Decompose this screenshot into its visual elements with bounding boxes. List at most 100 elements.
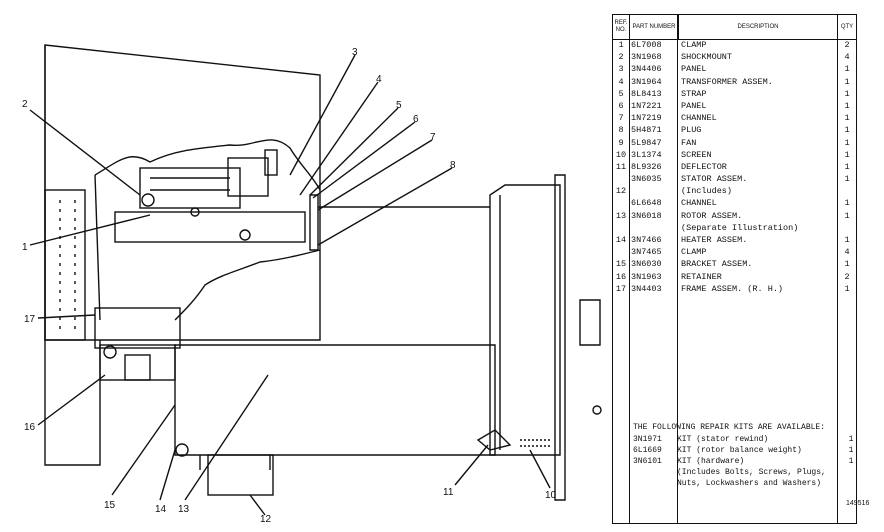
qty-cell bbox=[838, 222, 856, 234]
part-number-cell: 3N1968 bbox=[631, 52, 662, 63]
kit-desc: KIT (stator rewind) bbox=[677, 435, 769, 444]
callout-14: 14 bbox=[155, 504, 167, 515]
qty-cell: 2 bbox=[844, 271, 850, 282]
description-cell: STATOR ASSEM. bbox=[681, 174, 748, 185]
qty-cell: 4 bbox=[844, 247, 850, 258]
description-cell: (Separate Illustration) bbox=[681, 222, 799, 233]
ref-no-cell: 8 bbox=[618, 125, 624, 136]
header-ref-no: REF. NO. bbox=[613, 15, 630, 39]
ref-no-cell: 13 bbox=[615, 210, 627, 221]
kit-desc: KIT (rotor balance weight) bbox=[677, 446, 802, 455]
cutaway-edge bbox=[94, 139, 321, 191]
qty-cell: 1 bbox=[844, 174, 850, 185]
ref-no-cell: 15 bbox=[615, 259, 627, 270]
ref-no-cell: 10 bbox=[615, 149, 627, 160]
header-part-number: PART NUMBER bbox=[630, 15, 679, 39]
part-number-cell: 8L9326 bbox=[631, 161, 662, 172]
ref-no-cell bbox=[613, 173, 629, 185]
ref-no-cell: 4 bbox=[618, 76, 624, 87]
callout-3: 3 bbox=[352, 47, 358, 58]
qty-cell: 1 bbox=[844, 198, 850, 209]
callout-6: 6 bbox=[413, 114, 419, 125]
generator-body bbox=[174, 344, 496, 456]
callout-15: 15 bbox=[104, 500, 116, 511]
description-cell: PANEL bbox=[681, 64, 707, 75]
part-number-cell: 1N7221 bbox=[631, 100, 662, 111]
kit-part: 3N1971 bbox=[633, 435, 662, 444]
callout-10: 10 bbox=[545, 490, 557, 501]
qty-cell: 4 bbox=[844, 52, 850, 63]
part-number-cell bbox=[629, 185, 679, 197]
qty-cell: 1 bbox=[844, 100, 850, 111]
qty-cell: 1 bbox=[844, 137, 850, 148]
description-cell: TRANSFORMER ASSEM. bbox=[681, 76, 773, 87]
description-cell: CHANNEL bbox=[681, 113, 717, 124]
callout-4: 4 bbox=[376, 74, 382, 85]
ref-no-cell: 6 bbox=[618, 100, 624, 111]
table-header: REF. NO. PART NUMBER DESCRIPTION QTY bbox=[613, 15, 856, 40]
description-cell: FRAME ASSEM. (R. H.) bbox=[681, 283, 784, 294]
part-number-cell: 3N7465 bbox=[631, 247, 662, 258]
qty-cell: 1 bbox=[844, 64, 850, 75]
description-cell: PLUG bbox=[681, 125, 702, 136]
description-cell: SHOCKMOUNT bbox=[681, 52, 733, 63]
description-cell: CLAMP bbox=[681, 40, 707, 50]
description-cell: HEATER ASSEM. bbox=[681, 235, 748, 245]
part-number-cell: 3N7466 bbox=[631, 235, 662, 245]
callout-17: 17 bbox=[24, 314, 36, 325]
qty-cell: 1 bbox=[844, 149, 850, 160]
table-row: 3N7465 CLAMP 4 bbox=[613, 246, 856, 258]
ref-no-cell: 9 bbox=[618, 137, 624, 148]
frame-left bbox=[44, 45, 101, 466]
callout-8: 8 bbox=[450, 160, 456, 171]
callout-13: 13 bbox=[178, 504, 190, 515]
qty-cell: 1 bbox=[844, 235, 850, 245]
callout-12: 12 bbox=[260, 514, 272, 525]
ref-no-cell: 5 bbox=[618, 88, 624, 99]
part-number-cell: 3N6030 bbox=[631, 259, 662, 270]
part-number-cell: 3N1963 bbox=[631, 271, 662, 282]
kit-qty: 1 bbox=[848, 435, 854, 444]
description-cell: CLAMP bbox=[681, 247, 707, 258]
exploded-view-drawing: 3 4 5 6 7 8 2 1 17 16 15 14 13 12 11 10 bbox=[22, 44, 602, 525]
part-number-cell: 3N4406 bbox=[631, 64, 662, 75]
bracket-block bbox=[94, 307, 181, 349]
callout-16: 16 bbox=[24, 422, 36, 433]
header-qty: QTY bbox=[840, 23, 854, 30]
ref-no-cell: 7 bbox=[618, 113, 624, 124]
description-cell: CHANNEL bbox=[681, 198, 717, 209]
kit-row: 6L1669 KIT (rotor balance weight) 1 bbox=[633, 445, 858, 456]
ref-no-cell bbox=[613, 222, 629, 234]
repair-kits: THE FOLLOWING REPAIR KITS ARE AVAILABLE:… bbox=[633, 422, 858, 489]
ref-no-cell: 17 bbox=[615, 283, 627, 294]
part-number-cell: 8L8413 bbox=[631, 88, 662, 99]
qty-cell: 1 bbox=[844, 283, 850, 294]
description-cell: RETAINER bbox=[681, 271, 722, 282]
qty-cell: 1 bbox=[844, 125, 850, 136]
table-row: 3N6035 STATOR ASSEM. 1 bbox=[613, 173, 856, 185]
description-cell: ROTOR ASSEM. bbox=[681, 210, 743, 221]
callout-11: 11 bbox=[443, 487, 454, 498]
ref-no-cell: 1 bbox=[618, 40, 624, 50]
table-row: (Separate Illustration) bbox=[613, 222, 856, 234]
qty-cell: 1 bbox=[844, 76, 850, 87]
kit-part: 3N6101 bbox=[633, 457, 662, 466]
part-number-cell: 3N6035 bbox=[631, 174, 662, 185]
qty-cell: 1 bbox=[844, 259, 850, 270]
screen bbox=[554, 174, 566, 501]
kit-note: Nuts, Lockwashers and Washers) bbox=[677, 479, 822, 488]
part-number-cell: 5L9847 bbox=[631, 137, 662, 148]
ref-no-cell bbox=[613, 197, 629, 209]
kit-qty: 1 bbox=[848, 457, 854, 466]
ref-no-cell bbox=[613, 246, 629, 258]
